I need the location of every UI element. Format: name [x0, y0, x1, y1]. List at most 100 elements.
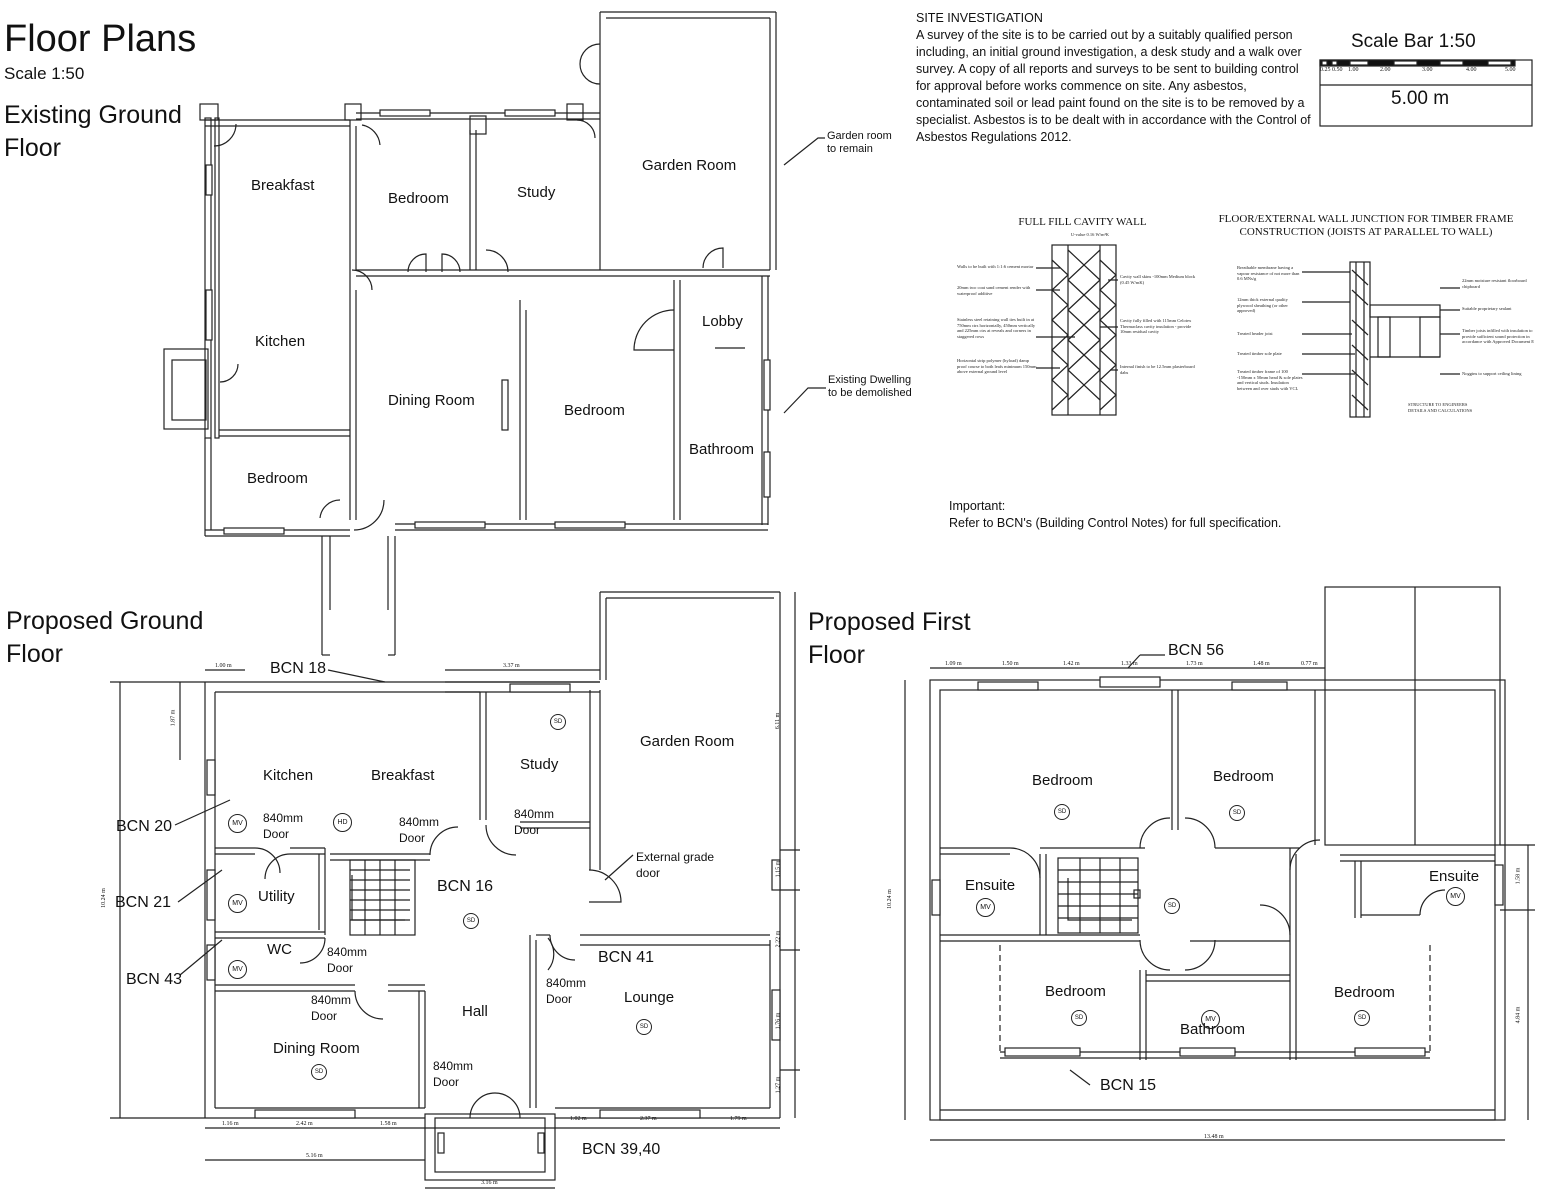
scale-tick: 0.25 — [1320, 67, 1331, 73]
scale-tick: 0.50 — [1332, 67, 1343, 73]
section-title-existing: Existing Ground Floor — [4, 101, 182, 162]
cavity-note: Internal finish to be 12.5mm plasterboar… — [1120, 364, 1195, 375]
first-room-bedroom: Bedroom — [1045, 983, 1106, 1000]
first-room-ensuite: Ensuite — [965, 877, 1016, 894]
door-label: 840mm Door — [546, 976, 587, 1006]
timber-note: Breathable membrane having a vapour resi… — [1237, 265, 1300, 281]
timber-note: Timber joists infilled with insulation t… — [1462, 328, 1534, 344]
section-title-proposed-first: Proposed First Floor — [808, 608, 971, 669]
door-label: 840mm Door — [327, 945, 368, 975]
scale-tick: 1.00 — [1348, 67, 1359, 73]
dimension-label: 2.42 m — [296, 1121, 313, 1127]
proposed-first-walls — [904, 586, 1535, 1141]
cavity-note: Cavity fully filled with 115mm Celotex T… — [1120, 318, 1192, 334]
timber-note: 12mm thick external quality plywood shea… — [1237, 297, 1288, 313]
dimension-label: 13.48 m — [1204, 1134, 1224, 1140]
dimension-label: 1.33 m — [1121, 661, 1138, 667]
cavity-note: Cavity wall skins -100mm Medium block (0… — [1120, 274, 1196, 285]
section-title-proposed-ground: Proposed Ground Floor — [6, 607, 204, 668]
dimension-label: 1.02 m — [570, 1116, 587, 1122]
timber-note: STRUCTURE TO ENGINEERS DETAILS AND CALCU… — [1408, 402, 1473, 413]
dimension-label: 1.15 m — [775, 860, 782, 878]
ground-room-utility: Utility — [258, 888, 295, 905]
mechanical-vent-icon: MV — [228, 814, 247, 833]
timber-frame-title: FLOOR/EXTERNAL WALL JUNCTION FOR TIMBER … — [1218, 213, 1514, 238]
dimension-label: 1.79 m — [730, 1116, 747, 1122]
note-demolish: Existing Dwelling to be demolished — [828, 374, 912, 399]
cavity-wall-detail — [1036, 244, 1118, 416]
ground-room-wc: WC — [267, 941, 292, 958]
ground-room-kitchen: Kitchen — [263, 767, 314, 784]
smoke-detector-icon: SD — [1071, 1010, 1087, 1026]
existing-room-kitchen: Kitchen — [255, 333, 306, 350]
existing-room-lobby: Lobby — [702, 313, 743, 330]
timber-note: Treated timber sole plate — [1237, 351, 1282, 356]
door-label: 840mm Door — [311, 993, 352, 1023]
dimension-label: 1.48 m — [1253, 661, 1270, 667]
dimension-label: 2.22 m — [775, 930, 782, 948]
ground-room-lounge: Lounge — [624, 989, 675, 1006]
important-body: Refer to BCN's (Building Control Notes) … — [949, 516, 1282, 530]
ground-room-dining: Dining Room — [273, 1040, 360, 1057]
dimension-label: 6.11 m — [775, 712, 782, 730]
mechanical-vent-icon: MV — [228, 960, 247, 979]
scale-tick: 3.00 — [1422, 67, 1433, 73]
dimension-label: 0.77 m — [1301, 661, 1318, 667]
dimension-label: 1.58 m — [380, 1121, 397, 1127]
smoke-detector-icon: SD — [1354, 1010, 1370, 1026]
scale-tick: 5.00 — [1505, 67, 1516, 73]
heat-detector-icon: HD — [333, 813, 352, 832]
dimension-label: 1.58 m — [1515, 867, 1522, 885]
mechanical-vent-icon: MV — [976, 898, 995, 917]
bcn-label: BCN 56 — [1168, 642, 1225, 659]
cavity-wall-uvalue: U-value 0.16 W/m²K — [1070, 232, 1110, 237]
cavity-wall-title: FULL FILL CAVITY WALL — [1018, 216, 1147, 228]
existing-floor-walls — [163, 11, 826, 656]
existing-room-bathroom: Bathroom — [689, 441, 755, 458]
ground-room-hall: Hall — [462, 1003, 488, 1020]
mechanical-vent-icon: MV — [1446, 887, 1465, 906]
bcn-label: BCN 21 — [115, 894, 172, 911]
dimension-label: 1.87 m — [170, 709, 177, 727]
smoke-detector-icon: SD — [311, 1064, 327, 1080]
first-room-ensuite: Ensuite — [1429, 868, 1480, 885]
page-scale: Scale 1:50 — [4, 64, 85, 83]
cavity-note: Stainless steel retaining wall ties buil… — [957, 317, 1036, 339]
dimension-label: 10.24 m — [100, 888, 107, 908]
bcn-label: BCN 20 — [116, 818, 173, 835]
bcn-label: BCN 39,40 — [582, 1141, 661, 1158]
dimension-label: 1.50 m — [1002, 661, 1019, 667]
timber-note: Treated header joist — [1237, 331, 1273, 336]
bcn-label: BCN 41 — [598, 949, 655, 966]
ground-room-study: Study — [520, 756, 559, 773]
dimension-label: 5.16 m — [306, 1153, 323, 1159]
scale-bar-value: 5.00 m — [1391, 88, 1450, 109]
cavity-note: 20mm two coat sand cement render with wa… — [957, 285, 1031, 296]
first-room-bathroom: Bathroom — [1180, 1021, 1246, 1038]
dimension-label: 10.24 m — [886, 889, 893, 909]
existing-room-bedroom: Bedroom — [247, 470, 308, 487]
door-label: 840mm Door — [263, 811, 304, 841]
site-investigation-heading: SITE INVESTIGATION — [916, 11, 1043, 25]
timber-note: Suitable proprietary sealant — [1462, 306, 1512, 311]
note-garden-room: Garden room to remain — [827, 130, 892, 155]
bcn-label: BCN 15 — [1100, 1077, 1157, 1094]
smoke-detector-icon: SD — [550, 714, 566, 730]
smoke-detector-icon: SD — [636, 1019, 652, 1035]
existing-room-dining: Dining Room — [388, 392, 475, 409]
bcn-label: BCN 18 — [270, 660, 327, 677]
first-room-bedroom: Bedroom — [1334, 984, 1395, 1001]
smoke-detector-icon: SD — [1054, 804, 1070, 820]
proposed-ground-walls — [110, 591, 800, 1189]
dimension-label: 1.00 m — [215, 663, 232, 669]
scale-bar — [1319, 59, 1533, 127]
door-label: 840mm Door — [514, 807, 555, 837]
external-door-label: External grade door — [636, 850, 715, 880]
important-heading: Important: — [949, 499, 1006, 513]
first-room-bedroom: Bedroom — [1213, 768, 1274, 785]
scale-tick: 2.00 — [1380, 67, 1391, 73]
smoke-detector-icon: SD — [1164, 898, 1180, 914]
existing-room-bedroom: Bedroom — [388, 190, 449, 207]
ground-room-breakfast: Breakfast — [371, 767, 435, 784]
dimension-label: 1.42 m — [1063, 661, 1080, 667]
